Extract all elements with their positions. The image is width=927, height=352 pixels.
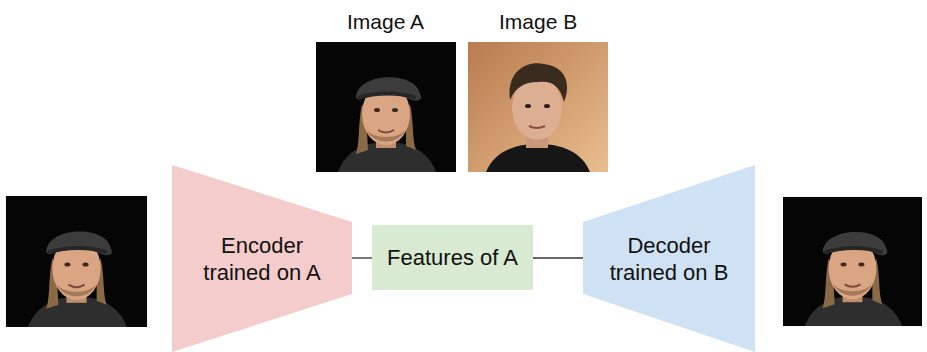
connector-stroke <box>533 257 583 258</box>
encoder-trapezoid: Encoder trained on A <box>172 165 352 352</box>
connector-stroke <box>352 257 372 258</box>
image-label: Image B <box>499 10 577 34</box>
shape-fill <box>583 165 755 352</box>
input-photo <box>6 196 147 327</box>
decoder-trapezoid: Decoder trained on B <box>583 165 755 352</box>
shape-fill <box>172 165 352 352</box>
node-label: Features of A <box>387 244 518 271</box>
feature-box: Features of A <box>372 225 533 290</box>
node-label: Encoder trained on A <box>197 232 327 286</box>
shape-outline <box>583 165 755 352</box>
node-text-group: Encoder trained on A <box>197 232 327 286</box>
shape-outline <box>172 165 352 352</box>
connector-line <box>533 258 583 259</box>
photo-b <box>468 42 608 172</box>
connector-line <box>352 258 372 259</box>
node-label: Decoder trained on B <box>604 232 734 286</box>
output-photo <box>783 197 922 326</box>
image-label: Image A <box>347 10 424 34</box>
node-text-group: Features of A <box>387 244 518 271</box>
photo-a <box>316 42 456 172</box>
node-text-group: Decoder trained on B <box>604 232 734 286</box>
